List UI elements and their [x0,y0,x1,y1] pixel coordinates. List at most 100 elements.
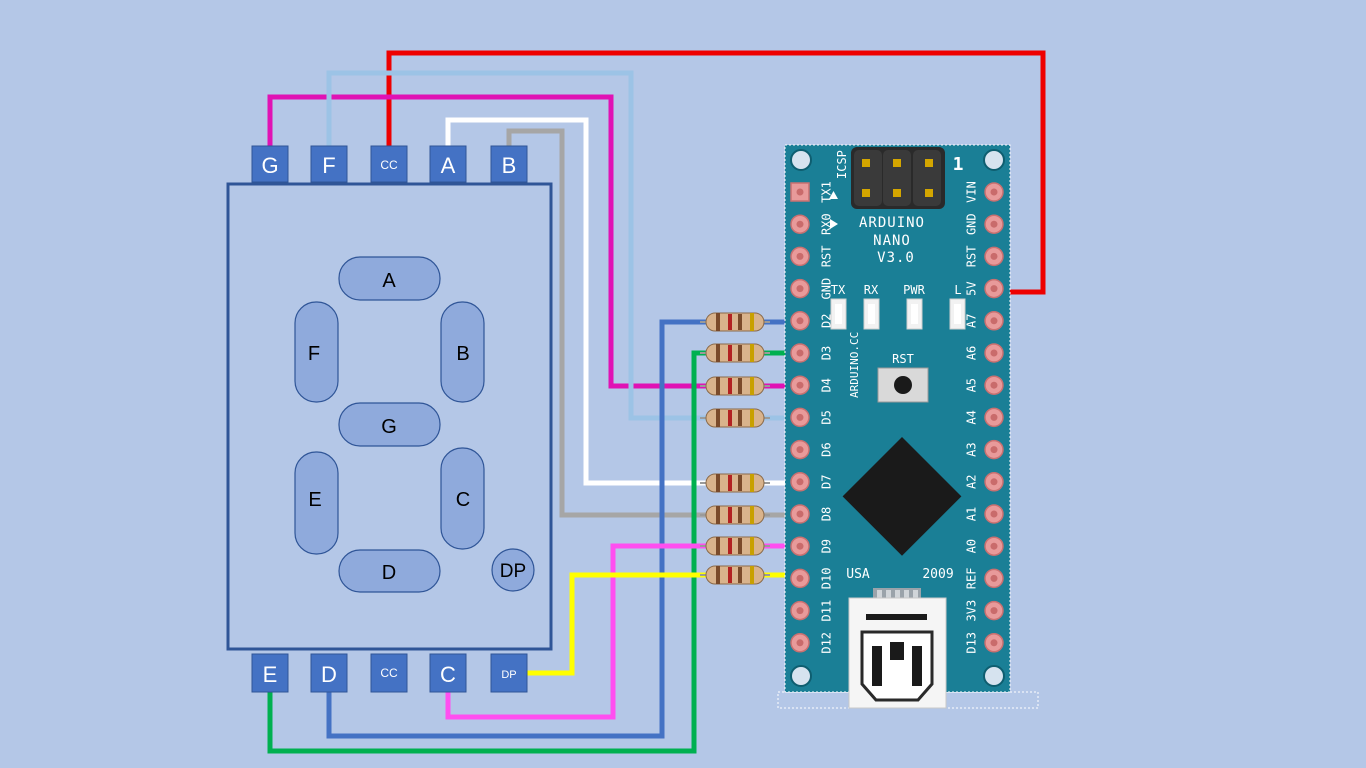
pin-label-a6: A6 [965,346,979,360]
pin-box-d-bottom [310,653,348,693]
led-label-l: L [954,283,961,297]
pin-label-a7: A7 [965,314,979,328]
pin-label-d3: D3 [820,346,834,360]
segment-b-label: B [456,343,469,365]
pin-label-cc-top: CC [380,158,398,172]
arduino-nano: ICSP 1 ARDUINO NANO V3.0 TX RX PWR L ARD… [777,144,1039,709]
segment-a-label: A [382,270,396,292]
wire-c-d9 [445,543,712,720]
pin-label-dp: DP [501,669,516,681]
pin-label-b: B [502,153,517,178]
pin-label-c: C [440,662,456,687]
pin-label-e: E [263,662,278,687]
pin-label-d8: D8 [820,507,834,521]
segments: A F B G E C D DP [294,256,535,593]
pin-box-c-bottom [429,653,467,693]
display-bottom-pins: E D CC C DP [251,653,528,693]
resistor [700,408,770,428]
seven-segment-display: G F CC A B E D CC C DP A [226,145,553,693]
segment-f-label: F [308,343,320,365]
usb-connector [848,588,947,709]
segment-dp [491,548,535,592]
wire-g-d4 [267,94,712,389]
wire-dp-d10 [527,572,712,676]
pin-label-d9: D9 [820,539,834,553]
pin-label-a1: A1 [965,507,979,521]
resistor [700,376,770,396]
pin-box-f-top [310,145,348,183]
pin-box-g-top [251,145,289,183]
pin-box-cc-top [370,145,408,183]
pin-label-a4: A4 [965,410,979,424]
pin-label-d: D [321,662,337,687]
pin-label-a5: A5 [965,378,979,392]
pin-label-cc-bottom: CC [380,666,398,680]
pin-box-dp-bottom [490,653,528,693]
resistor [700,505,770,525]
board-title-line2: NANO [873,233,911,249]
board-title-line3: V3.0 [877,250,915,266]
pin-box-b-top [490,145,528,183]
pin-label-d6: D6 [820,442,834,456]
pin-label-rst: RST [820,246,834,268]
usa-label: USA [846,567,870,582]
resistor [700,312,770,332]
led-label-rx: RX [864,283,879,297]
pin-label-a0: A0 [965,539,979,553]
icsp-label: ICSP [835,150,849,179]
segment-e-label: E [308,489,321,511]
pin-label-g: G [261,153,278,178]
pin-box-e-bottom [251,653,289,693]
pin-label-a: A [441,153,456,178]
tx-arrow-icon [829,191,838,199]
segment-f [294,301,339,403]
pin-label-d12: D12 [820,632,834,654]
pin-box-cc-bottom [370,653,408,693]
pin-label-gnd: GND [965,213,979,235]
segment-c [440,447,485,550]
reset-button[interactable] [877,367,929,403]
segment-c-label: C [456,489,470,511]
pin-label-rst: RST [965,246,979,268]
pin-label-rx0: RX0 [820,213,834,235]
icsp-header [851,147,945,209]
wire-b-d8 [506,128,712,518]
pin-label-tx1: TX1 [820,181,834,203]
led-label-pwr: PWR [903,283,925,297]
segment-dp-label: DP [500,561,526,582]
mounting-hole [983,149,1005,171]
segment-a [338,256,441,301]
pin-label-d11: D11 [820,600,834,622]
pin-label-a3: A3 [965,442,979,456]
pin-label-vin: VIN [965,181,979,203]
segment-d [338,549,441,593]
pin-label-d7: D7 [820,475,834,489]
resistor [700,473,770,493]
resistor [700,343,770,363]
pin-box-a-top [429,145,467,183]
mounting-hole [790,665,812,687]
pin-label-5v: 5V [965,281,979,295]
pin-label-d4: D4 [820,378,834,392]
wire-5v-cc [386,50,1046,295]
pin-label-d13: D13 [965,632,979,654]
segment-g [338,402,441,447]
pin-label-d5: D5 [820,410,834,424]
mounting-hole [983,665,1005,687]
resistors [700,312,770,585]
pin-label-d2: D2 [820,314,834,328]
resistor [700,565,770,585]
led-label-tx: TX [831,283,846,297]
segment-e [294,451,339,555]
leds [830,298,966,330]
pin-label-f: F [322,153,335,178]
pin-label-ref: REF [965,568,979,590]
rx-arrow-icon [830,219,838,229]
board-title-line1: ARDUINO [859,215,925,231]
segment-d-label: D [382,562,396,584]
site-label: ARDUINO.CC [848,332,861,398]
pin-label-a2: A2 [965,475,979,489]
